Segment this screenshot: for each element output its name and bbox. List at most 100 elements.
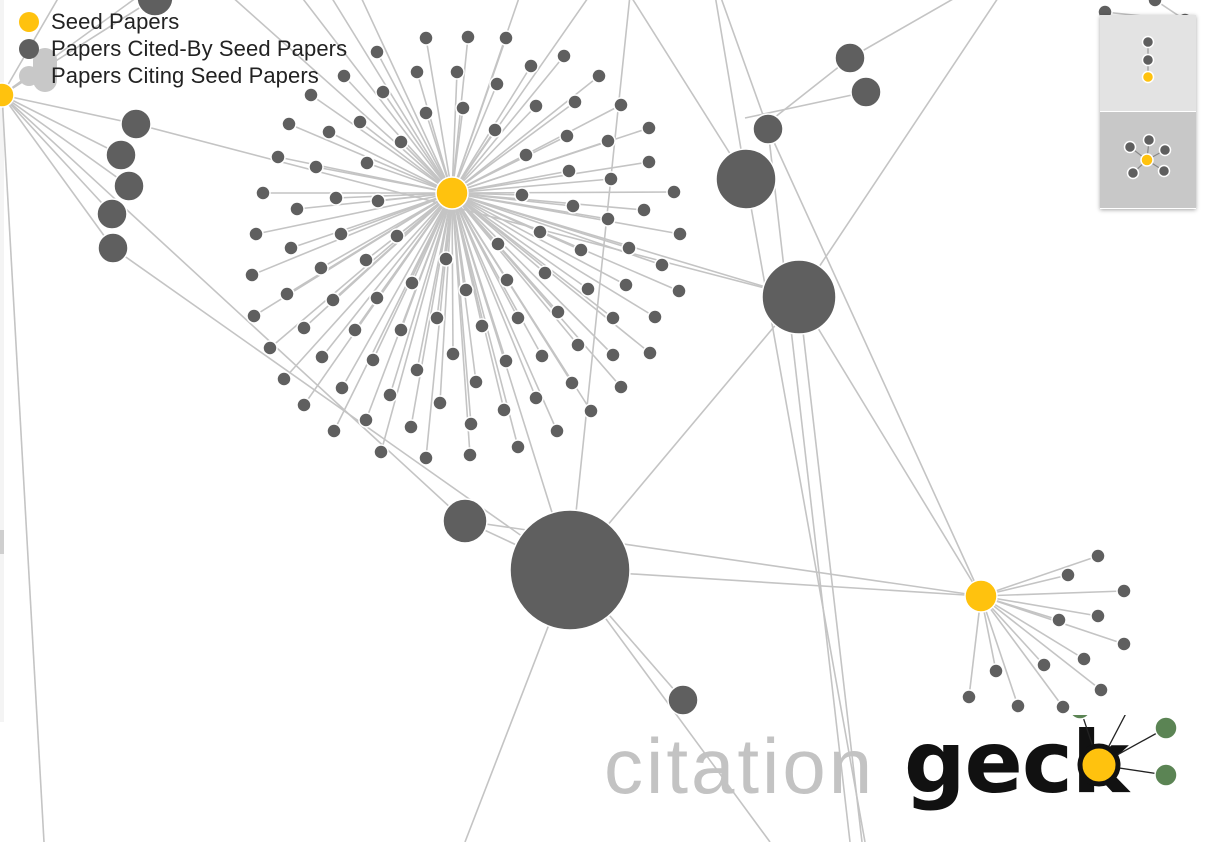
cited-paper-node[interactable] xyxy=(418,450,434,466)
cited-paper-node[interactable] xyxy=(1010,698,1026,714)
cited-paper-node[interactable] xyxy=(418,30,434,46)
network-view-button[interactable] xyxy=(1100,112,1196,208)
cited-paper-node[interactable] xyxy=(460,29,476,45)
cited-paper-node[interactable] xyxy=(537,265,553,281)
cited-paper-node[interactable] xyxy=(347,322,363,338)
cited-paper-node[interactable] xyxy=(641,154,657,170)
cited-paper-node[interactable] xyxy=(352,114,368,130)
cited-paper-node[interactable] xyxy=(369,290,385,306)
cited-paper-node[interactable] xyxy=(528,390,544,406)
cited-paper-node[interactable] xyxy=(564,375,580,391)
cited-paper-node[interactable] xyxy=(591,68,607,84)
cited-paper-node[interactable] xyxy=(455,100,471,116)
cited-paper-node[interactable] xyxy=(321,124,337,140)
cited-paper-node[interactable] xyxy=(641,120,657,136)
cited-paper-node[interactable] xyxy=(281,116,297,132)
cited-paper-node[interactable] xyxy=(672,226,688,242)
list-view-button[interactable] xyxy=(1100,15,1196,111)
cited-paper-node[interactable] xyxy=(313,260,329,276)
cited-paper-node[interactable] xyxy=(418,105,434,121)
cited-paper-node[interactable] xyxy=(654,257,670,273)
cited-paper-node[interactable] xyxy=(246,308,262,324)
cited-paper-node[interactable] xyxy=(1116,583,1132,599)
cited-paper-node[interactable] xyxy=(462,447,478,463)
cited-paper-node[interactable] xyxy=(1051,612,1067,628)
cited-paper-node[interactable] xyxy=(605,310,621,326)
cited-paper-node[interactable] xyxy=(523,58,539,74)
cited-paper-node[interactable] xyxy=(489,76,505,92)
cited-paper-node[interactable] xyxy=(326,423,342,439)
cited-paper-node[interactable] xyxy=(613,97,629,113)
cited-paper-node[interactable] xyxy=(642,345,658,361)
cited-paper-node[interactable] xyxy=(613,379,629,395)
cited-paper-node[interactable] xyxy=(834,42,866,74)
cited-paper-node[interactable] xyxy=(514,187,530,203)
cited-paper-node[interactable] xyxy=(358,412,374,428)
cited-paper-node[interactable] xyxy=(97,232,129,264)
cited-paper-node[interactable] xyxy=(1093,682,1109,698)
cited-paper-node[interactable] xyxy=(509,509,631,631)
cited-paper-node[interactable] xyxy=(549,423,565,439)
cited-paper-node[interactable] xyxy=(490,236,506,252)
left-panel-handle[interactable] xyxy=(0,530,4,554)
cited-paper-node[interactable] xyxy=(498,353,514,369)
cited-paper-node[interactable] xyxy=(510,439,526,455)
cited-paper-node[interactable] xyxy=(474,318,490,334)
cited-paper-node[interactable] xyxy=(248,226,264,242)
cited-paper-node[interactable] xyxy=(458,282,474,298)
cited-paper-node[interactable] xyxy=(375,84,391,100)
cited-paper-node[interactable] xyxy=(283,240,299,256)
cited-paper-node[interactable] xyxy=(1116,636,1132,652)
cited-paper-node[interactable] xyxy=(403,419,419,435)
cited-paper-node[interactable] xyxy=(373,444,389,460)
cited-paper-node[interactable] xyxy=(636,202,652,218)
cited-paper-node[interactable] xyxy=(534,348,550,364)
cited-paper-node[interactable] xyxy=(429,310,445,326)
cited-paper-node[interactable] xyxy=(432,395,448,411)
cited-paper-node[interactable] xyxy=(510,310,526,326)
cited-paper-node[interactable] xyxy=(270,149,286,165)
cited-paper-node[interactable] xyxy=(532,224,548,240)
cited-paper-node[interactable] xyxy=(358,252,374,268)
cited-paper-node[interactable] xyxy=(308,159,324,175)
cited-paper-node[interactable] xyxy=(580,281,596,297)
cited-paper-node[interactable] xyxy=(262,340,278,356)
seed-paper-node[interactable] xyxy=(964,579,998,613)
cited-paper-node[interactable] xyxy=(296,320,312,336)
cited-paper-node[interactable] xyxy=(600,133,616,149)
cited-paper-node[interactable] xyxy=(671,283,687,299)
cited-paper-node[interactable] xyxy=(1147,0,1163,8)
cited-paper-node[interactable] xyxy=(136,0,174,17)
cited-paper-node[interactable] xyxy=(487,122,503,138)
cited-paper-node[interactable] xyxy=(409,362,425,378)
cited-paper-node[interactable] xyxy=(296,397,312,413)
cited-paper-node[interactable] xyxy=(647,309,663,325)
cited-paper-node[interactable] xyxy=(570,337,586,353)
cited-paper-node[interactable] xyxy=(244,267,260,283)
cited-paper-node[interactable] xyxy=(255,185,271,201)
cited-paper-node[interactable] xyxy=(600,211,616,227)
cited-paper-node[interactable] xyxy=(666,184,682,200)
cited-paper-node[interactable] xyxy=(1036,657,1052,673)
cited-paper-node[interactable] xyxy=(409,64,425,80)
cited-paper-node[interactable] xyxy=(988,663,1004,679)
cited-paper-node[interactable] xyxy=(498,30,514,46)
cited-paper-node[interactable] xyxy=(621,240,637,256)
cited-paper-node[interactable] xyxy=(565,198,581,214)
cited-paper-node[interactable] xyxy=(370,193,386,209)
cited-paper-node[interactable] xyxy=(369,44,385,60)
cited-paper-node[interactable] xyxy=(445,346,461,362)
cited-paper-node[interactable] xyxy=(1076,651,1092,667)
cited-paper-node[interactable] xyxy=(325,292,341,308)
cited-paper-node[interactable] xyxy=(559,128,575,144)
cited-paper-node[interactable] xyxy=(276,371,292,387)
cited-paper-node[interactable] xyxy=(518,147,534,163)
cited-paper-node[interactable] xyxy=(449,64,465,80)
cited-paper-node[interactable] xyxy=(105,139,137,171)
cited-paper-node[interactable] xyxy=(438,251,454,267)
cited-paper-node[interactable] xyxy=(1090,548,1106,564)
cited-paper-node[interactable] xyxy=(667,684,699,716)
cited-paper-node[interactable] xyxy=(314,349,330,365)
cited-paper-node[interactable] xyxy=(442,498,488,544)
cited-paper-node[interactable] xyxy=(404,275,420,291)
